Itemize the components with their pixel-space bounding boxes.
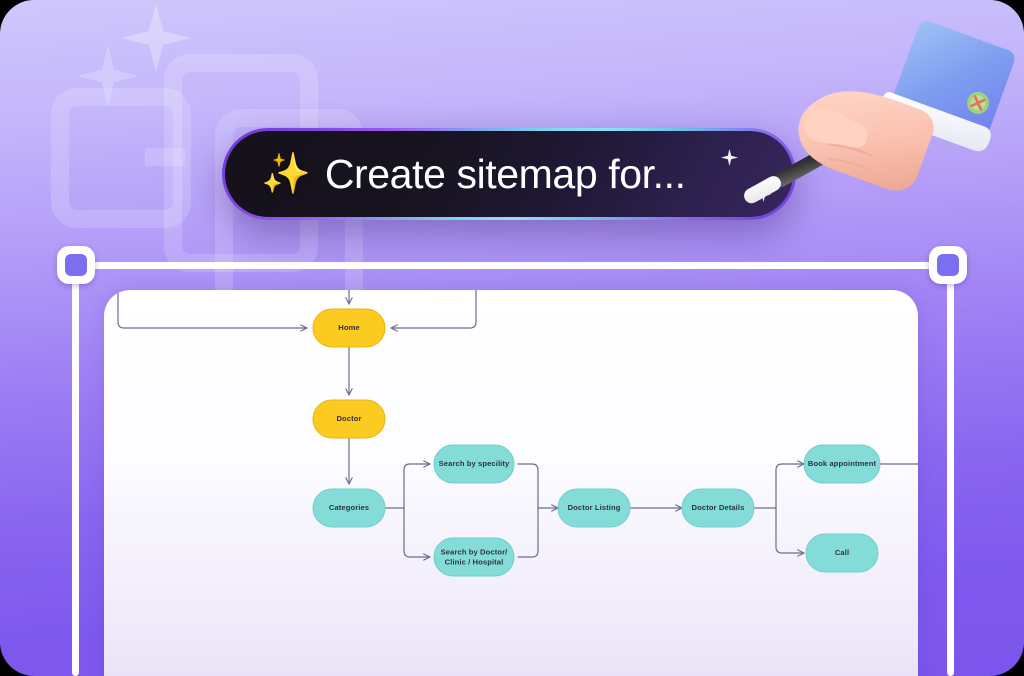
selection-handle-top-left[interactable] — [57, 246, 95, 284]
flow-node-home[interactable]: Home — [312, 308, 386, 348]
selection-line-vertical-right — [947, 265, 954, 676]
hand-cursor-icon — [798, 20, 1015, 191]
flow-node-label: Doctor Details — [692, 503, 745, 512]
sparkle-accent-icon-1 — [721, 149, 738, 166]
selection-line-horizontal — [75, 262, 951, 269]
flow-node-search-spec[interactable]: Search by specility — [433, 444, 515, 484]
flow-node-label: Search by specility — [439, 459, 510, 468]
flow-node-call[interactable]: Call — [805, 533, 879, 573]
selection-line-vertical-left — [72, 265, 79, 676]
decorative-sparkle-2 — [77, 45, 139, 107]
selection-handle-top-right[interactable] — [929, 246, 967, 284]
flow-node-categories[interactable]: Categories — [312, 488, 386, 528]
decorative-node-outline-1 — [51, 88, 191, 228]
flow-node-label: Search by Doctor/ — [441, 548, 508, 557]
flow-node-doctor[interactable]: Doctor — [312, 399, 386, 439]
flow-node-label: Call — [835, 548, 849, 557]
flow-node-label: Clinic / Hospital — [445, 558, 504, 567]
flow-node-doc-listing[interactable]: Doctor Listing — [557, 488, 631, 528]
flow-node-label: Home — [338, 323, 360, 332]
flow-node-book-appt[interactable]: Book appointment — [803, 444, 881, 484]
sparkle-accent-icon-2 — [756, 187, 771, 202]
flow-node-label: Categories — [329, 503, 369, 512]
flow-node-label: Book appointment — [808, 459, 877, 468]
flow-node-label: Doctor — [336, 414, 361, 423]
ai-prompt-inner[interactable]: ✨ Create sitemap for... — [225, 131, 793, 217]
flow-node-label: Doctor Listing — [568, 503, 621, 512]
sparkles-icon: ✨ — [261, 152, 311, 196]
flow-node-doc-details[interactable]: Doctor Details — [681, 488, 755, 528]
ai-prompt-text: Create sitemap for... — [324, 150, 686, 197]
decorative-connector-1 — [145, 148, 185, 166]
flow-node-search-doc[interactable]: Search by Doctor/Clinic / Hospital — [433, 537, 515, 577]
ai-prompt-bar[interactable]: ✨ Create sitemap for... — [222, 128, 796, 220]
decorative-sparkle-1 — [121, 3, 191, 73]
flow-edges — [117, 290, 918, 561]
